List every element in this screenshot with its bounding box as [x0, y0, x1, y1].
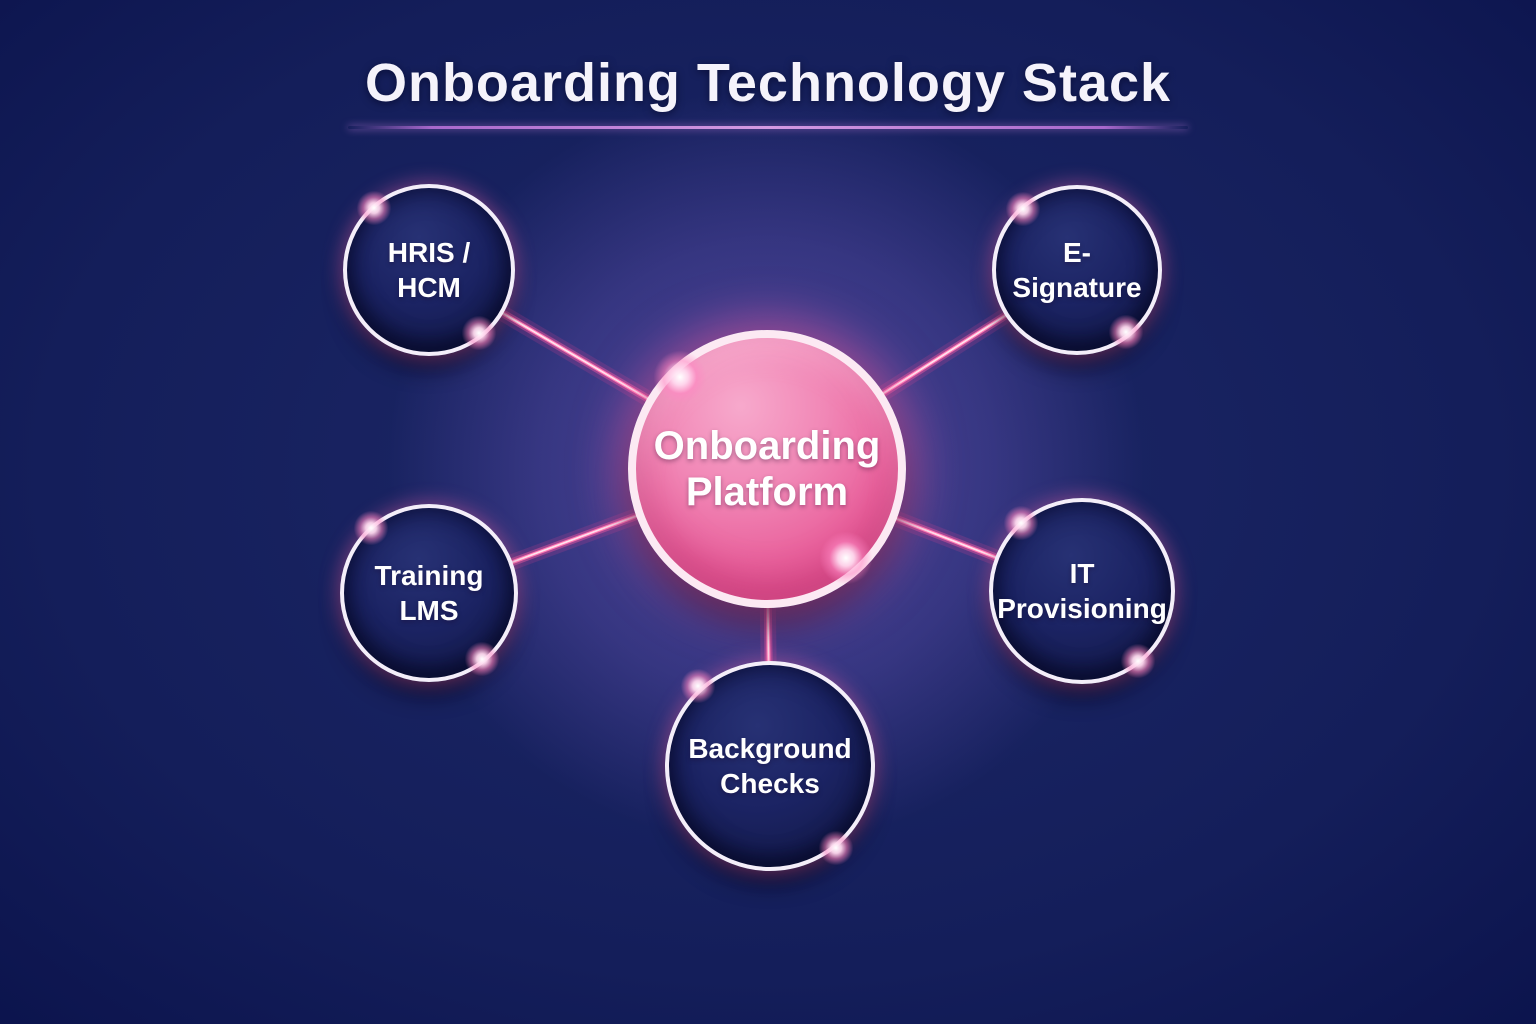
- spoke-node-label: Background Checks: [688, 733, 852, 799]
- title-underline: [348, 126, 1188, 129]
- spoke-node-background-checks: Background Checks: [665, 661, 875, 871]
- hub-node-onboarding-platform: Onboarding Platform: [628, 330, 906, 608]
- page-title: Onboarding Technology Stack: [364, 53, 1172, 113]
- spoke-node-hris-hcm: HRIS / HCM: [343, 184, 515, 356]
- spoke-node-training-lms: Training LMS: [340, 504, 518, 682]
- spoke-node-label: Training LMS: [374, 560, 484, 626]
- spoke-node-label: E-Signature: [1012, 237, 1142, 303]
- spoke-node-label: IT Provisioning: [997, 558, 1167, 624]
- spoke-node-label: HRIS / HCM: [387, 237, 471, 303]
- hub-node-label: Onboarding Platform: [653, 424, 881, 514]
- spoke-node-it-provisioning: IT Provisioning: [989, 498, 1175, 684]
- spoke-node-e-signature: E-Signature: [992, 185, 1162, 355]
